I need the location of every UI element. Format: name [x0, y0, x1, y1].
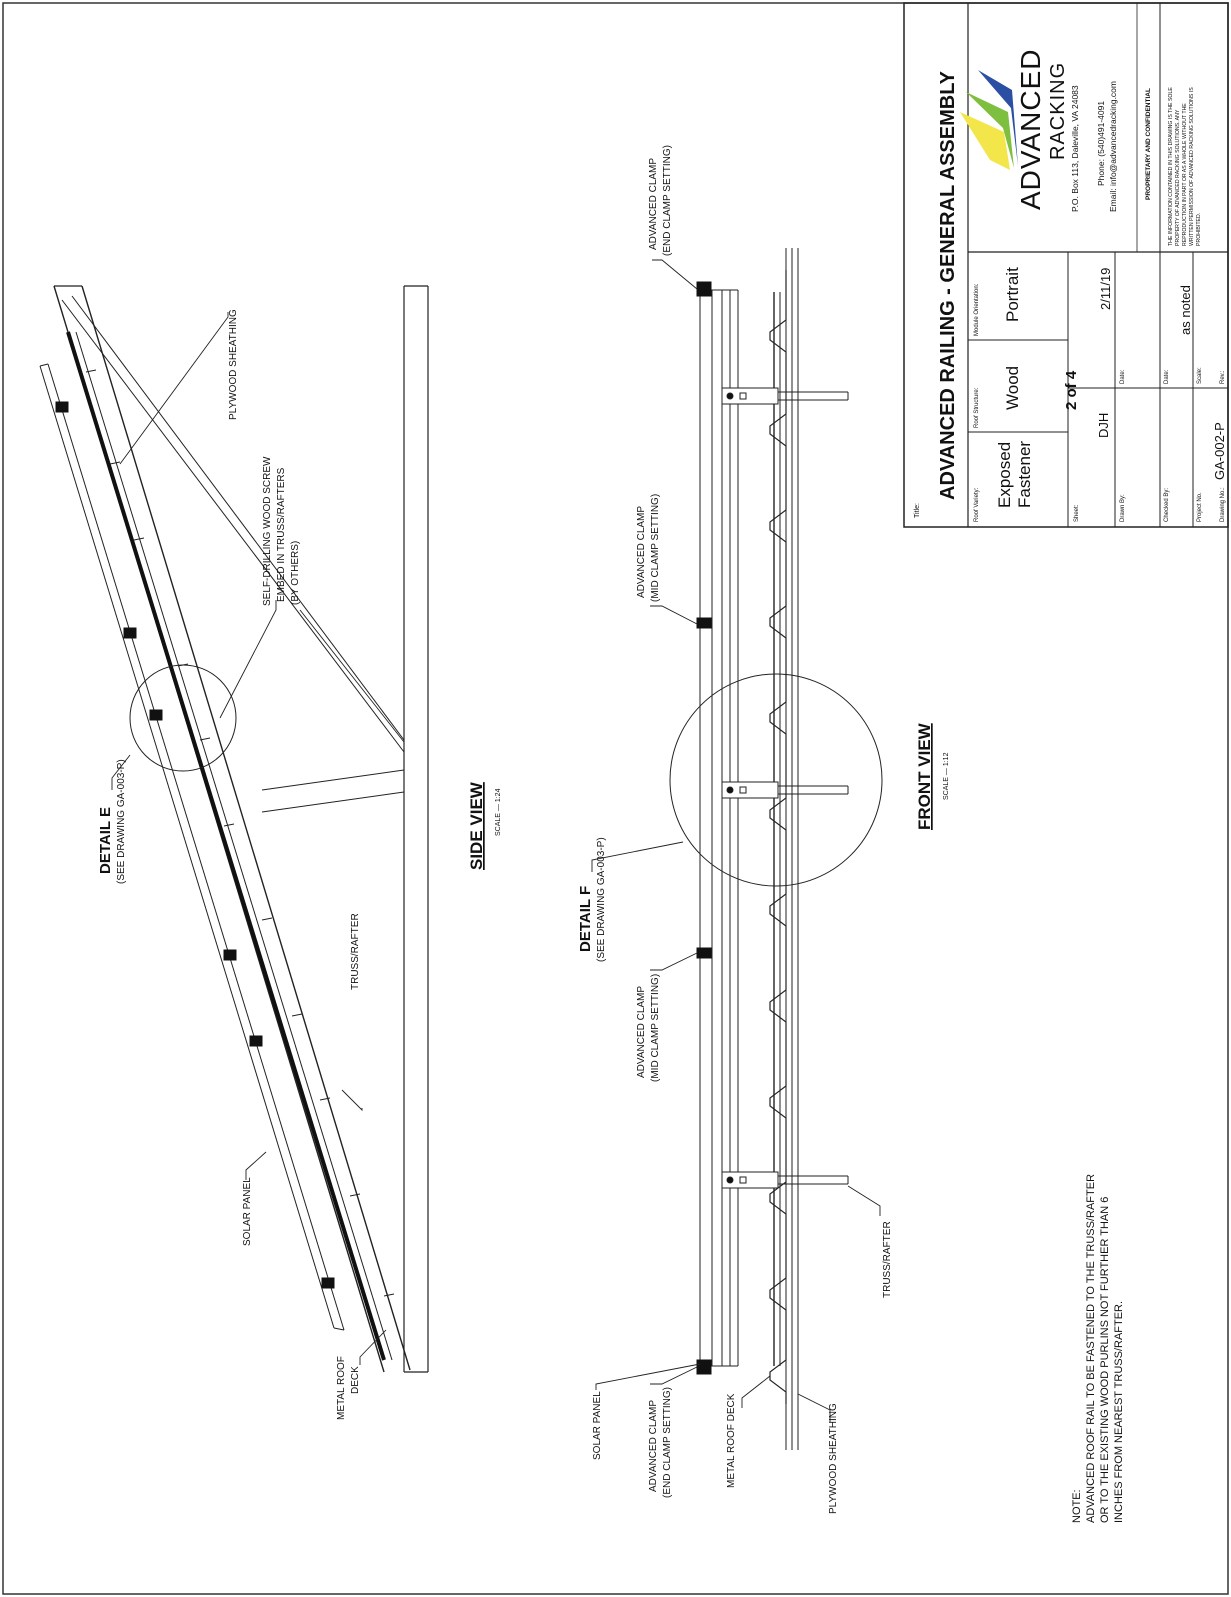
front-view — [591, 248, 883, 1450]
proprietary-line4: WRITTEN PERMISSION OF ADVANCED RACKING S… — [1189, 87, 1195, 246]
front-label-mid-b-2: (MID CLAMP SETTING) — [650, 974, 661, 1082]
side-label-plywood: PLYWOOD SHEATHING — [228, 309, 239, 420]
company-phone: Phone: (540)491-4091 — [1096, 101, 1106, 186]
side-view-title: SIDE VIEW — [467, 781, 486, 870]
roof-structure-caption: Roof Structure: — [974, 387, 980, 428]
front-label-mid-a-1: ADVANCED CLAMP — [636, 506, 647, 598]
roof-variety-line1: Exposed — [995, 442, 1014, 508]
side-view — [39, 285, 429, 1373]
roof-variety-line2: Fastener — [1015, 441, 1034, 508]
side-label-screw-3: (BY OTHERS) — [290, 541, 301, 605]
sheet-caption: Sheet: — [1074, 504, 1080, 522]
front-view-scale: SCALE — 1:12 — [943, 752, 950, 800]
front-label-end-clamp-top-1: ADVANCED CLAMP — [648, 158, 659, 250]
drawing-no-value: GA-002-P — [1212, 422, 1227, 480]
drawn-by-caption: Drawn By: — [1120, 494, 1126, 522]
proprietary-line1: THE INFORMATION CONTAINED IN THIS DRAWIN… — [1168, 87, 1174, 246]
note-line3: INCHES FROM NEAREST TRUSS/RAFTER. — [1113, 1301, 1125, 1523]
proprietary-line3: REPRODUCTION IN PART OR AS A WHOLE WITHO… — [1182, 103, 1188, 246]
detail-f-title: DETAIL F — [577, 886, 594, 952]
title-caption: Title: — [914, 503, 921, 518]
side-label-truss: TRUSS/RAFTER — [350, 913, 361, 990]
front-label-mid-a-2: (MID CLAMP SETTING) — [650, 494, 661, 602]
drawn-by-value: DJH — [1096, 413, 1111, 438]
front-label-mid-b-1: ADVANCED CLAMP — [636, 986, 647, 1078]
rev-caption: Rev.: — [1220, 370, 1226, 384]
front-label-end-clamp-top-2: (END CLAMP SETTING) — [662, 145, 673, 256]
detail-f-ref: (SEE DRAWING GA-003-P) — [596, 837, 607, 962]
front-label-end-clamp-bot-1: ADVANCED CLAMP — [648, 1400, 659, 1492]
front-label-plywood: PLYWOOD SHEATHING — [828, 1403, 839, 1514]
side-label-deck-1: METAL ROOF — [336, 1356, 347, 1420]
company-name: ADVANCED — [1015, 48, 1046, 210]
checked-date-caption: Date: — [1164, 369, 1170, 384]
module-orientation-caption: Module Orientation: — [974, 283, 980, 336]
note-line2: OR TO THE EXISTING WOOD PURLINS NOT FURT… — [1099, 1197, 1111, 1523]
checked-by-caption: Checked By: — [1164, 488, 1170, 522]
logo-stripe-blue — [978, 70, 1018, 166]
sheet-value: 2 of 4 — [1063, 370, 1080, 410]
side-label-screw-1: SELF-DRILLING WOOD SCREW — [262, 456, 273, 606]
date-value: 2/11/19 — [1098, 268, 1113, 310]
company-address: P.O. Box 113, Daleville, VA 24083 — [1070, 85, 1080, 212]
proprietary-heading: PROPRIETARY AND CONFIDENTIAL — [1145, 88, 1152, 200]
side-view-scale: SCALE — 1:24 — [495, 788, 502, 836]
roof-structure-value: Wood — [1003, 366, 1022, 410]
company-sub: RACKING — [1047, 62, 1069, 160]
detail-e-title: DETAIL E — [97, 807, 114, 874]
roof-variety-caption: Roof Variety: — [974, 487, 980, 522]
proprietary-line2: PROPERTY OF ADVANCED RACKING SOLUTIONS. … — [1175, 109, 1181, 246]
front-label-end-clamp-bot-2: (END CLAMP SETTING) — [662, 1387, 673, 1498]
scale-value: as noted — [1178, 285, 1193, 335]
drawing-no-caption: Drawing No.: — [1220, 487, 1226, 522]
front-view-title: FRONT VIEW — [915, 722, 934, 830]
front-label-truss: TRUSS/RAFTER — [882, 1221, 893, 1298]
date-caption: Date: — [1120, 369, 1126, 384]
detail-e-ref: (SEE DRAWING GA-003-P) — [116, 759, 127, 884]
logo-stripe-yellow — [960, 112, 1010, 170]
side-label-deck-2: DECK — [350, 1366, 361, 1394]
logo-stripe-green — [966, 92, 1014, 168]
front-label-deck: METAL ROOF DECK — [726, 1393, 737, 1488]
scale-caption: Scale: — [1197, 367, 1203, 384]
advanced-racking-logo — [960, 70, 1018, 170]
side-label-solar: SOLAR PANEL — [242, 1177, 253, 1246]
proprietary-line5: PROHIBITED. — [1196, 213, 1202, 246]
module-orientation-value: Portrait — [1003, 267, 1022, 322]
company-email: Email: info@advancedracking.com — [1108, 81, 1118, 212]
front-label-solar: SOLAR PANEL — [592, 1391, 603, 1460]
drawing-title: ADVANCED RAILING - GENERAL ASSEMBLY — [937, 70, 959, 500]
project-no-caption: Project No. — [1197, 492, 1203, 522]
side-label-screw-2: EMBED IN TRUSS/RAFTERS — [276, 467, 287, 602]
note-line1: ADVANCED ROOF RAIL TO BE FASTENED TO THE… — [1085, 1174, 1097, 1523]
note-heading: NOTE: — [1071, 1489, 1083, 1523]
title-block: Title: ADVANCED RAILING - GENERAL ASSEMB… — [903, 2, 1229, 528]
